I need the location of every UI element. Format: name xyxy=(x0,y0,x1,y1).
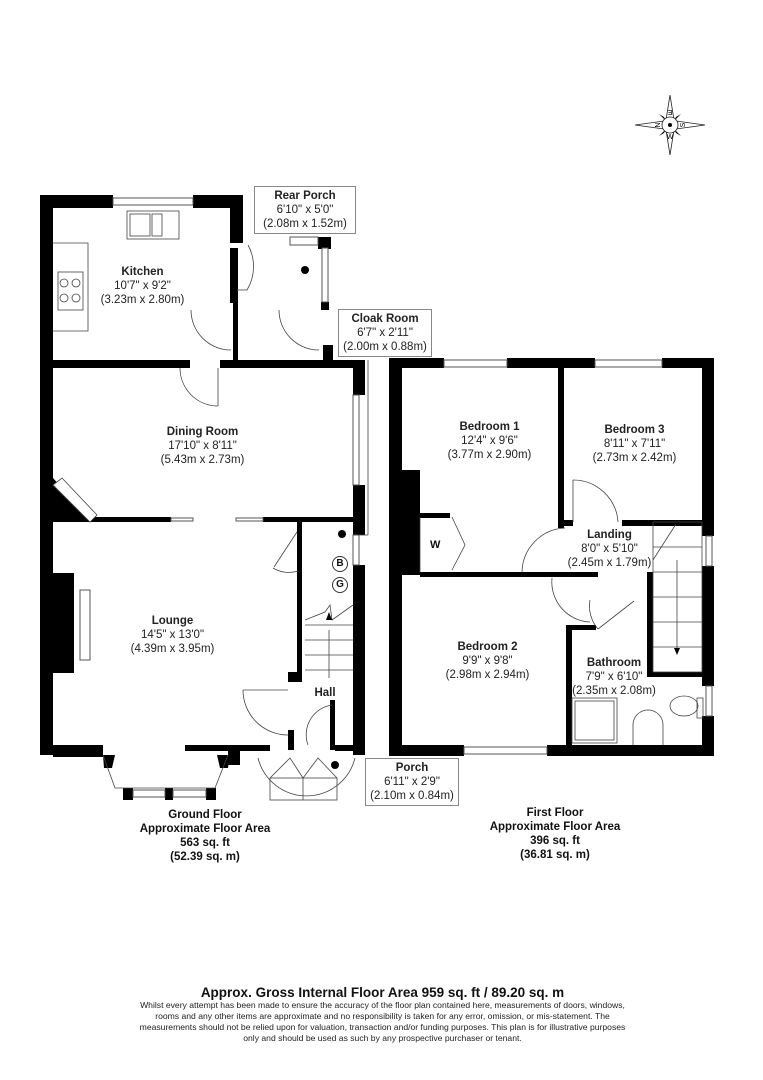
room-label-bedroom-3: Bedroom 3 8'11" x 7'11" (2.73m x 2.42m) xyxy=(592,424,677,464)
boiler-symbol: B xyxy=(332,556,348,572)
first-floor-area: First Floor Approximate Floor Area 396 s… xyxy=(489,807,621,861)
room-label-bedroom-1: Bedroom 1 12'4" x 9'6" (3.77m x 2.90m) xyxy=(447,421,532,461)
svg-text:S: S xyxy=(680,122,687,127)
svg-text:N: N xyxy=(653,122,660,127)
disclaimer-line: measurements should not be relied upon f… xyxy=(139,1022,626,1032)
room-label-lounge: Lounge 14'5" x 13'0" (4.39m x 3.95m) xyxy=(130,615,215,655)
ground-floor-area: Ground Floor Approximate Floor Area 563 … xyxy=(139,809,271,863)
svg-text:E: E xyxy=(667,108,672,115)
gross-internal-area: Approx. Gross Internal Floor Area 959 sq… xyxy=(200,985,565,1000)
room-label-dining-room: Dining Room 17'10" x 8'11" (5.43m x 2.73… xyxy=(160,426,245,466)
room-label-cloak-room: Cloak Room 6'7" x 2'11" (2.00m x 0.88m) xyxy=(338,309,432,357)
disclaimer-line: rooms and any other items are approximat… xyxy=(155,1011,610,1021)
room-label-landing: Landing 8'0" x 5'10" (2.45m x 1.79m) xyxy=(567,529,652,569)
room-label-hall: Hall xyxy=(314,687,336,699)
room-label-kitchen: Kitchen 10'7" x 9'2" (3.23m x 2.80m) xyxy=(100,266,185,306)
compass-rose-icon: E N S W xyxy=(630,94,710,160)
wardrobe-label: W xyxy=(430,539,441,551)
gas-meter-symbol: G xyxy=(332,577,348,593)
room-label-bedroom-2: Bedroom 2 9'9" x 9'8" (2.98m x 2.94m) xyxy=(445,641,530,681)
room-label-bathroom: Bathroom 7'9" x 6'10" (2.35m x 2.08m) xyxy=(572,657,656,697)
svg-text:W: W xyxy=(667,134,674,141)
disclaimer-line: only and should be used as such by any p… xyxy=(243,1033,522,1043)
disclaimer-line: Whilst every attempt has been made to en… xyxy=(140,1000,625,1010)
footer: Approx. Gross Internal Floor Area 959 sq… xyxy=(110,985,655,1044)
room-label-porch: Porch 6'11" x 2'9" (2.10m x 0.84m) xyxy=(365,758,459,806)
room-label-rear-porch: Rear Porch 6'10" x 5'0" (2.08m x 1.52m) xyxy=(254,186,356,234)
